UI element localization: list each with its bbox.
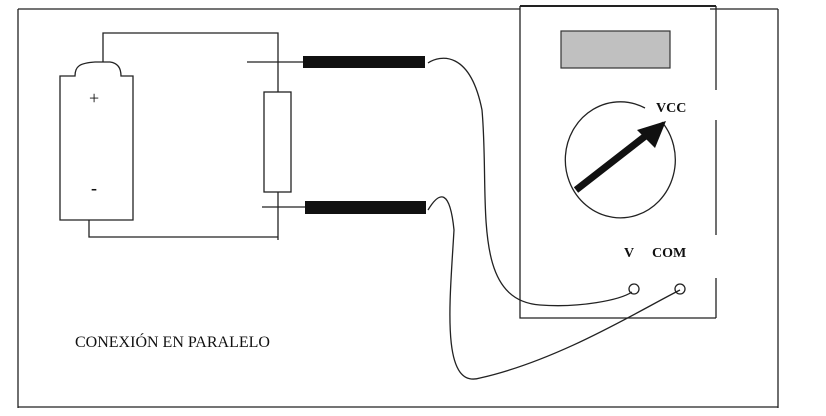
diagram-caption: CONEXIÓN EN PARALELO	[75, 334, 270, 351]
dial-circle	[564, 101, 676, 219]
v-terminal	[628, 283, 640, 295]
black-probe-cable	[427, 196, 681, 380]
battery	[59, 61, 134, 221]
com-terminal-label: COM	[652, 246, 687, 261]
dial-arrow-head	[637, 121, 666, 148]
battery-positive-label: +	[89, 88, 100, 108]
v-terminal-label: V	[624, 246, 635, 261]
red-probe	[303, 56, 425, 68]
multimeter-body	[519, 6, 716, 319]
dial-needle	[573, 131, 651, 193]
bottom-wire	[88, 220, 278, 238]
black-probe	[305, 201, 426, 214]
resistor	[263, 91, 292, 193]
red-probe-cable	[427, 57, 633, 307]
com-terminal	[674, 283, 686, 295]
vcc-label: VCC	[656, 101, 687, 116]
top-wire	[102, 32, 279, 240]
battery-negative-label: -	[91, 178, 97, 198]
multimeter-display	[560, 30, 671, 69]
